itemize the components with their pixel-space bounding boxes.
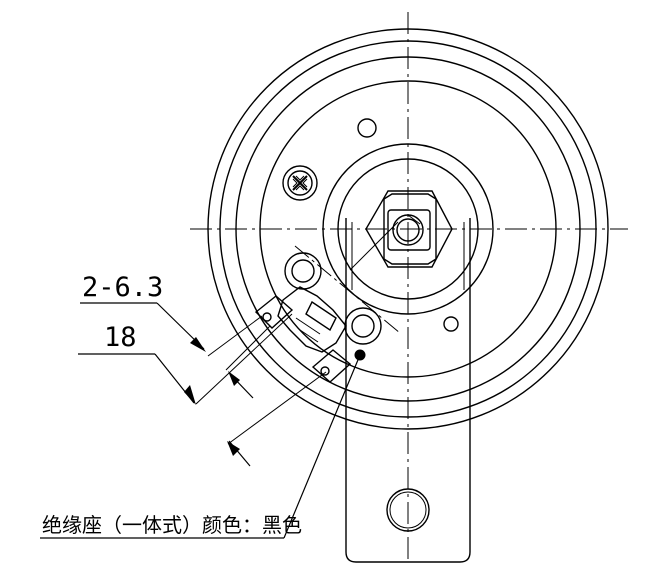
terminal-blade-2 (311, 349, 352, 383)
terminal-boss-lower (344, 307, 382, 345)
adjustment-screw-icon (282, 165, 318, 201)
inner-rings (322, 143, 494, 315)
dimension-label-18: 18 (104, 322, 137, 353)
callout-note: 绝缘座（一体式）颜色：黑色 (42, 513, 302, 537)
dimension-18-leader (78, 353, 251, 467)
callout-leader (40, 354, 361, 539)
inner-ring-2 (337, 158, 479, 300)
terminal-blade-1 (254, 295, 294, 329)
outer-ring-1 (207, 28, 609, 430)
dimension-arrows (184, 337, 240, 456)
center-lines (190, 12, 628, 562)
outer-ring-2 (219, 40, 597, 418)
outer-ring-4 (259, 80, 557, 378)
hex-nut (365, 190, 453, 268)
mounting-bracket (345, 218, 471, 563)
outer-ring-3 (235, 56, 581, 402)
inner-ring-1 (322, 143, 494, 315)
extension-lines (195, 313, 327, 445)
bracket-hole (386, 488, 430, 532)
mount-hole-right (443, 316, 459, 332)
callout-dot (354, 349, 366, 361)
insulating-seat (277, 286, 347, 353)
section-line (294, 245, 401, 334)
mount-hole-top (357, 118, 377, 138)
terminal-boss-upper (284, 252, 322, 290)
outer-rings (207, 28, 609, 430)
dimension-label-2-6.3: 2-6.3 (82, 272, 163, 303)
